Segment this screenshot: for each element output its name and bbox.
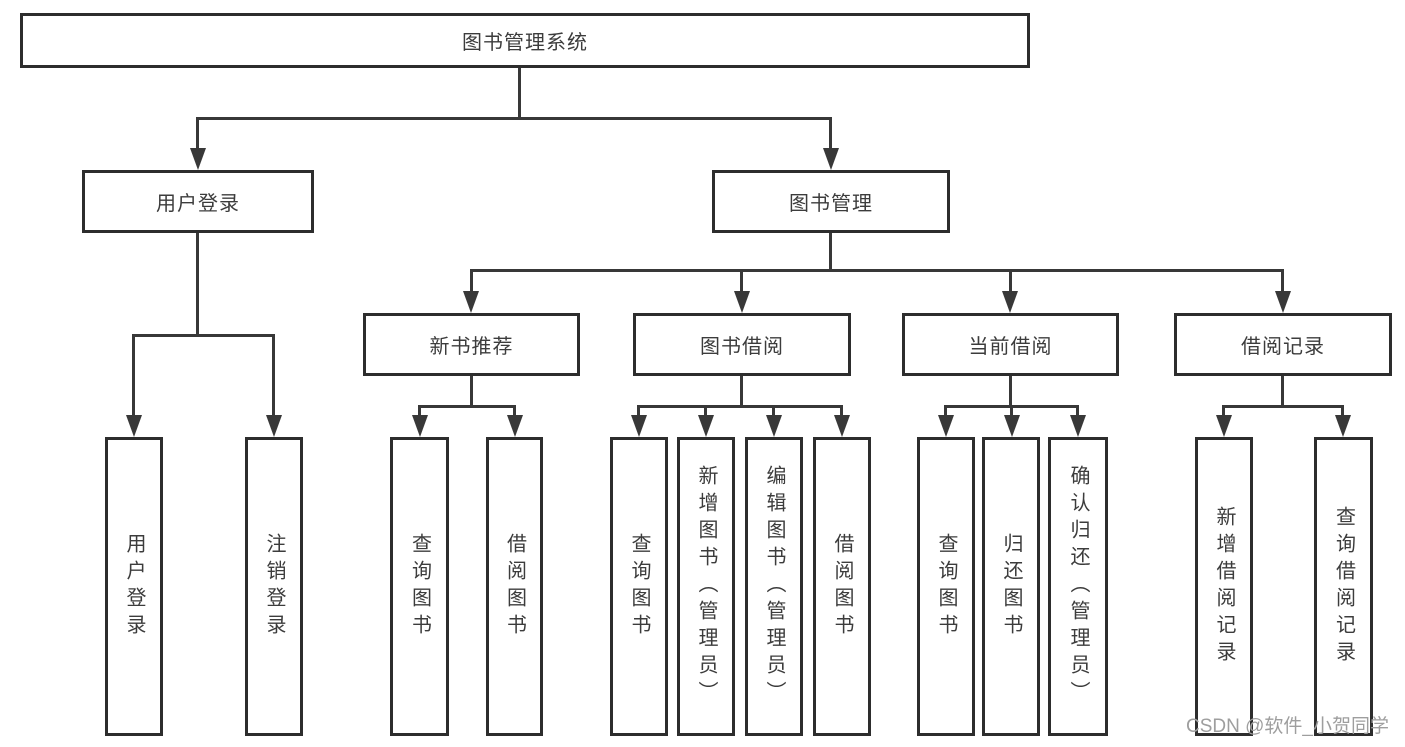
connector-drop (1281, 269, 1284, 291)
node-label: 当前借阅 (968, 336, 1053, 358)
connector-drop (637, 405, 640, 416)
connector-user-login-stem (196, 233, 199, 337)
node-user-login: 用户登录 (82, 170, 314, 233)
leaf-label: 注销登录 (263, 532, 285, 641)
arrowhead-down (1216, 415, 1232, 437)
connector-stem (740, 376, 743, 408)
leaf-label: 归还图书 (1000, 532, 1022, 641)
arrowhead-down (1004, 415, 1020, 437)
leaf-label: 用户登录 (123, 532, 145, 641)
connector-drop (840, 405, 843, 416)
arrowhead-down (823, 148, 839, 170)
connector-drop (1076, 405, 1079, 416)
node-root: 图书管理系统 (20, 13, 1030, 68)
node-book-management-label: 图书管理 (789, 193, 873, 215)
node-new-book-recommend: 新书推荐 (363, 313, 580, 376)
arrowhead-down (266, 415, 282, 437)
leaf-label: 新增借阅记录 (1213, 505, 1235, 668)
connector-drop (1009, 269, 1012, 291)
arrowhead-down (834, 415, 850, 437)
connector-stem (470, 376, 473, 408)
leaf-query-book-3: 查询图书 (917, 437, 975, 736)
leaf-logout: 注销登录 (245, 437, 303, 736)
arrowhead-down (1275, 291, 1291, 313)
connector-bus (637, 405, 843, 408)
connector-drop (418, 405, 421, 416)
connector-stem (1009, 376, 1012, 408)
connector-drop (272, 334, 275, 416)
connector-drop (196, 117, 199, 150)
node-current-borrow: 当前借阅 (902, 313, 1119, 376)
connector-root-stem (518, 68, 521, 119)
node-book-borrow: 图书借阅 (633, 313, 851, 376)
leaf-query-book-2: 查询图书 (610, 437, 668, 736)
connector-level2-bus (196, 117, 832, 120)
arrowhead-down (463, 291, 479, 313)
arrowhead-down (190, 148, 206, 170)
leaf-label: 查询图书 (628, 532, 650, 641)
node-borrow-record: 借阅记录 (1174, 313, 1392, 376)
arrowhead-down (507, 415, 523, 437)
connector-drop (704, 405, 707, 416)
node-label: 借阅记录 (1241, 336, 1325, 358)
leaf-label: 确认归还（管理员） (1067, 465, 1089, 708)
arrowhead-down (1335, 415, 1351, 437)
connector-user-login-bus (132, 334, 275, 337)
leaf-add-borrow-record: 新增借阅记录 (1195, 437, 1253, 736)
leaf-label: 新增图书（管理员） (695, 465, 717, 708)
arrowhead-down (698, 415, 714, 437)
arrowhead-down (126, 415, 142, 437)
csdn-watermark: CSDN @软件_小贺同学 (1186, 716, 1389, 737)
leaf-borrow-book-1: 借阅图书 (486, 437, 543, 736)
arrowhead-down (938, 415, 954, 437)
leaf-label: 查询图书 (408, 532, 431, 641)
leaf-label: 查询图书 (935, 532, 957, 641)
connector-drop (1010, 405, 1013, 416)
connector-drop (470, 269, 473, 291)
connector-bus (418, 405, 516, 408)
connector-drop (1222, 405, 1225, 416)
node-label: 新书推荐 (429, 336, 514, 358)
connector-drop (944, 405, 947, 416)
connector-drop (740, 269, 743, 291)
leaf-query-book-1: 查询图书 (390, 437, 449, 736)
leaf-confirm-return-admin: 确认归还（管理员） (1048, 437, 1108, 736)
connector-drop (132, 334, 135, 416)
arrowhead-down (631, 415, 647, 437)
arrowhead-down (1070, 415, 1086, 437)
node-book-management: 图书管理 (712, 170, 950, 233)
leaf-label: 查询借阅记录 (1332, 505, 1355, 668)
connector-drop (1341, 405, 1344, 416)
arrowhead-down (1002, 291, 1018, 313)
leaf-add-book-admin: 新增图书（管理员） (677, 437, 735, 736)
leaf-edit-book-admin: 编辑图书（管理员） (745, 437, 803, 736)
node-user-login-label: 用户登录 (156, 193, 240, 215)
connector-stem (1281, 376, 1284, 408)
node-label: 图书借阅 (700, 336, 784, 358)
leaf-user-login: 用户登录 (105, 437, 163, 736)
leaf-label: 借阅图书 (831, 532, 853, 641)
arrowhead-down (412, 415, 428, 437)
connector-drop (772, 405, 775, 416)
connector-book-mgmt-stem (829, 233, 832, 272)
connector-drop (513, 405, 516, 416)
leaf-query-borrow-record: 查询借阅记录 (1314, 437, 1373, 736)
connector-modules-bus (470, 269, 1284, 272)
leaf-borrow-book-2: 借阅图书 (813, 437, 871, 736)
connector-drop (829, 117, 832, 150)
leaf-label: 借阅图书 (503, 532, 526, 641)
arrowhead-down (734, 291, 750, 313)
leaf-return-book: 归还图书 (982, 437, 1040, 736)
node-root-label: 图书管理系统 (462, 32, 588, 54)
connector-bus (1222, 405, 1344, 408)
arrowhead-down (766, 415, 782, 437)
leaf-label: 编辑图书（管理员） (763, 465, 785, 708)
